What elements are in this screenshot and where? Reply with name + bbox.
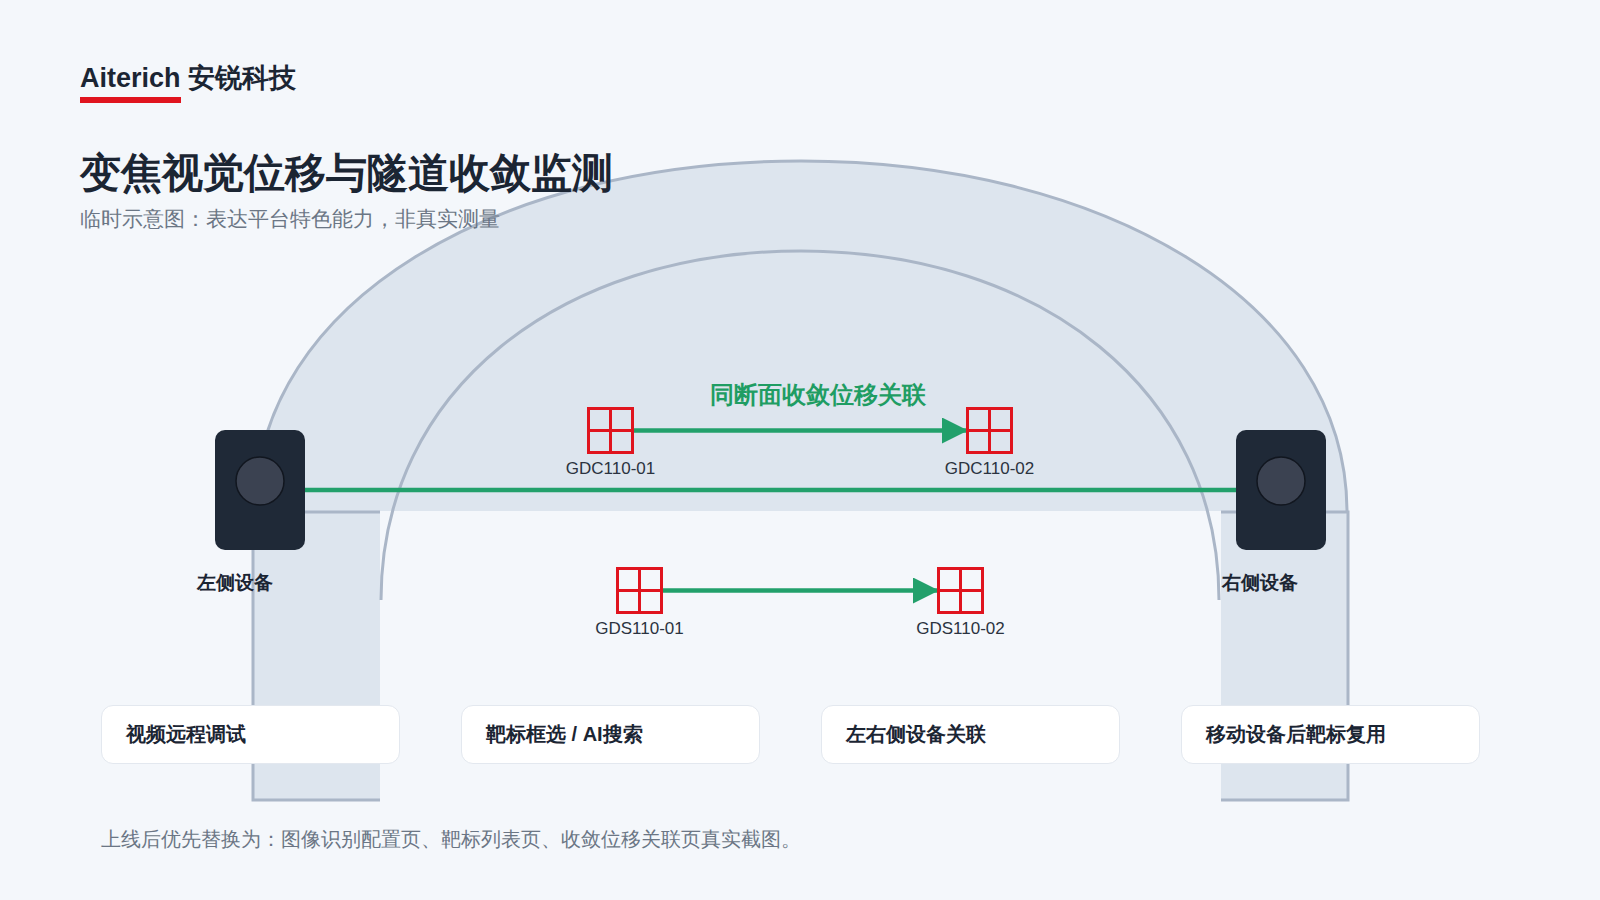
target-cross — [937, 589, 984, 592]
feature-box: 移动设备后靶标复用 — [1181, 705, 1480, 764]
monitoring-device: 左侧设备 — [215, 430, 305, 550]
target-grid — [937, 567, 984, 614]
device-label: 左侧设备 — [197, 570, 273, 596]
target-marker: GDS110-01 — [616, 567, 663, 614]
device-label: 右侧设备 — [1222, 570, 1298, 596]
tunnel-inner-line — [381, 251, 1219, 600]
camera-lens — [1257, 457, 1305, 505]
target-cross — [966, 429, 1013, 432]
feature-text: 视频远程调试 — [126, 721, 246, 748]
connector — [305, 488, 1236, 493]
camera-lens — [236, 457, 284, 505]
target-id: GDC110-02 — [943, 459, 1036, 479]
feature-box: 靶标框选 / AI搜索 — [461, 705, 760, 764]
target-grid — [966, 407, 1013, 454]
device-body — [1236, 430, 1326, 550]
feature-box: 视频远程调试 — [101, 705, 400, 764]
target-grid — [587, 407, 634, 454]
connector — [634, 428, 966, 433]
caption: 上线后优先替换为：图像识别配置页、靶标列表页、收敛位移关联页真实截图。 — [101, 826, 801, 853]
edge-label: 同断面收敛位移关联 — [707, 379, 929, 411]
feature-text: 左右侧设备关联 — [846, 721, 986, 748]
monitoring-device: 右侧设备 — [1236, 430, 1326, 550]
feature-text: 移动设备后靶标复用 — [1206, 721, 1386, 748]
target-id: GDC110-01 — [564, 459, 657, 479]
target-id: GDS110-01 — [593, 619, 686, 639]
subtitle-note: 临时示意图：表达平台特色能力，非真实测量 — [80, 205, 500, 233]
device-housing — [215, 430, 305, 550]
feature-box: 左右侧设备关联 — [821, 705, 1120, 764]
target-cross — [587, 429, 634, 432]
target-grid — [616, 567, 663, 614]
connector — [663, 588, 937, 593]
target-cross — [616, 589, 663, 592]
brand-name: Aiterich 安锐科技 — [80, 60, 296, 96]
target-id: GDS110-02 — [914, 619, 1007, 639]
target-marker: GDC110-02 — [966, 407, 1013, 454]
page-title: 变焦视觉位移与隧道收敛监测 — [80, 146, 613, 201]
target-marker: GDS110-02 — [937, 567, 984, 614]
device-housing — [1236, 430, 1326, 550]
device-body — [215, 430, 305, 550]
brand-underline — [80, 97, 181, 103]
target-marker: GDC110-01 — [587, 407, 634, 454]
feature-text: 靶标框选 / AI搜索 — [486, 721, 643, 748]
